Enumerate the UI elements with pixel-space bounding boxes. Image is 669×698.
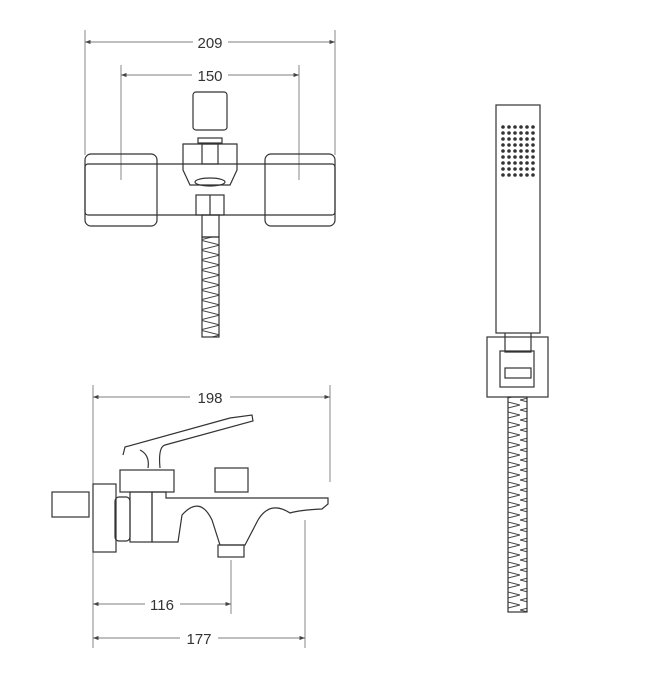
spray-hole	[519, 155, 523, 159]
diverter-button	[214, 467, 249, 493]
hand-shower	[486, 104, 549, 613]
spray-hole	[519, 131, 523, 135]
spray-hole	[519, 149, 523, 153]
spray-hole	[513, 167, 517, 171]
spray-hole	[513, 155, 517, 159]
hose	[201, 236, 220, 338]
spray-hole	[531, 167, 535, 171]
spray-hole	[525, 143, 529, 147]
spray-hole	[525, 131, 529, 135]
spray-hole	[501, 143, 505, 147]
spray-hole	[501, 155, 505, 159]
spray-hole	[507, 155, 511, 159]
spray-hole	[501, 167, 505, 171]
diverter-body	[182, 143, 238, 186]
spray-hole	[531, 137, 535, 141]
spray-hole	[507, 131, 511, 135]
top-view: 209 150	[84, 30, 336, 338]
spray-hole	[513, 125, 517, 129]
spray-hole	[513, 137, 517, 141]
shower-handle	[495, 104, 541, 334]
spray-hole	[507, 167, 511, 171]
shower-hose	[507, 396, 528, 613]
spray-hole	[531, 161, 535, 165]
outlet	[217, 544, 245, 558]
spray-hole	[525, 137, 529, 141]
spray-hole	[513, 161, 517, 165]
spray-hole	[519, 137, 523, 141]
spray-hole	[525, 161, 529, 165]
dimension-198: 198	[197, 390, 222, 407]
spray-hole	[501, 161, 505, 165]
spray-hole	[501, 137, 505, 141]
spray-hole	[513, 131, 517, 135]
spray-hole	[519, 173, 523, 177]
spray-hole	[531, 125, 535, 129]
spray-hole	[507, 149, 511, 153]
spray-hole	[525, 155, 529, 159]
spray-hole	[519, 161, 523, 165]
spray-hole	[531, 173, 535, 177]
spray-hole	[501, 131, 505, 135]
diverter-knob	[192, 91, 228, 131]
dimension-150: 150	[197, 68, 222, 85]
spray-hole	[507, 161, 511, 165]
spray-hole	[525, 149, 529, 153]
dimension-177: 177	[186, 631, 211, 648]
spray-hole	[519, 167, 523, 171]
spray-hole	[501, 149, 505, 153]
spray-hole	[519, 125, 523, 129]
spray-hole	[531, 143, 535, 147]
spray-hole	[507, 137, 511, 141]
spray-hole	[501, 173, 505, 177]
spray-hole	[513, 143, 517, 147]
side-view: 198 116 177	[51, 385, 331, 648]
spray-hole	[531, 155, 535, 159]
nut	[114, 496, 131, 542]
spray-hole	[507, 143, 511, 147]
wall-connector	[51, 491, 90, 518]
spray-hole	[507, 173, 511, 177]
spray-holes	[501, 125, 535, 177]
dimension-209: 209	[197, 35, 222, 52]
lever-handle	[122, 414, 254, 469]
flange	[92, 483, 117, 553]
spray-hole	[519, 143, 523, 147]
wall-bracket	[486, 336, 549, 398]
spray-hole	[531, 131, 535, 135]
spray-hole	[525, 125, 529, 129]
spray-hole	[531, 149, 535, 153]
spray-hole	[513, 173, 517, 177]
spray-hole	[507, 125, 511, 129]
spray-hole	[501, 125, 505, 129]
spray-hole	[525, 173, 529, 177]
spout-body	[151, 491, 329, 546]
dimension-116: 116	[150, 597, 174, 614]
spray-hole	[525, 167, 529, 171]
spray-hole	[513, 149, 517, 153]
